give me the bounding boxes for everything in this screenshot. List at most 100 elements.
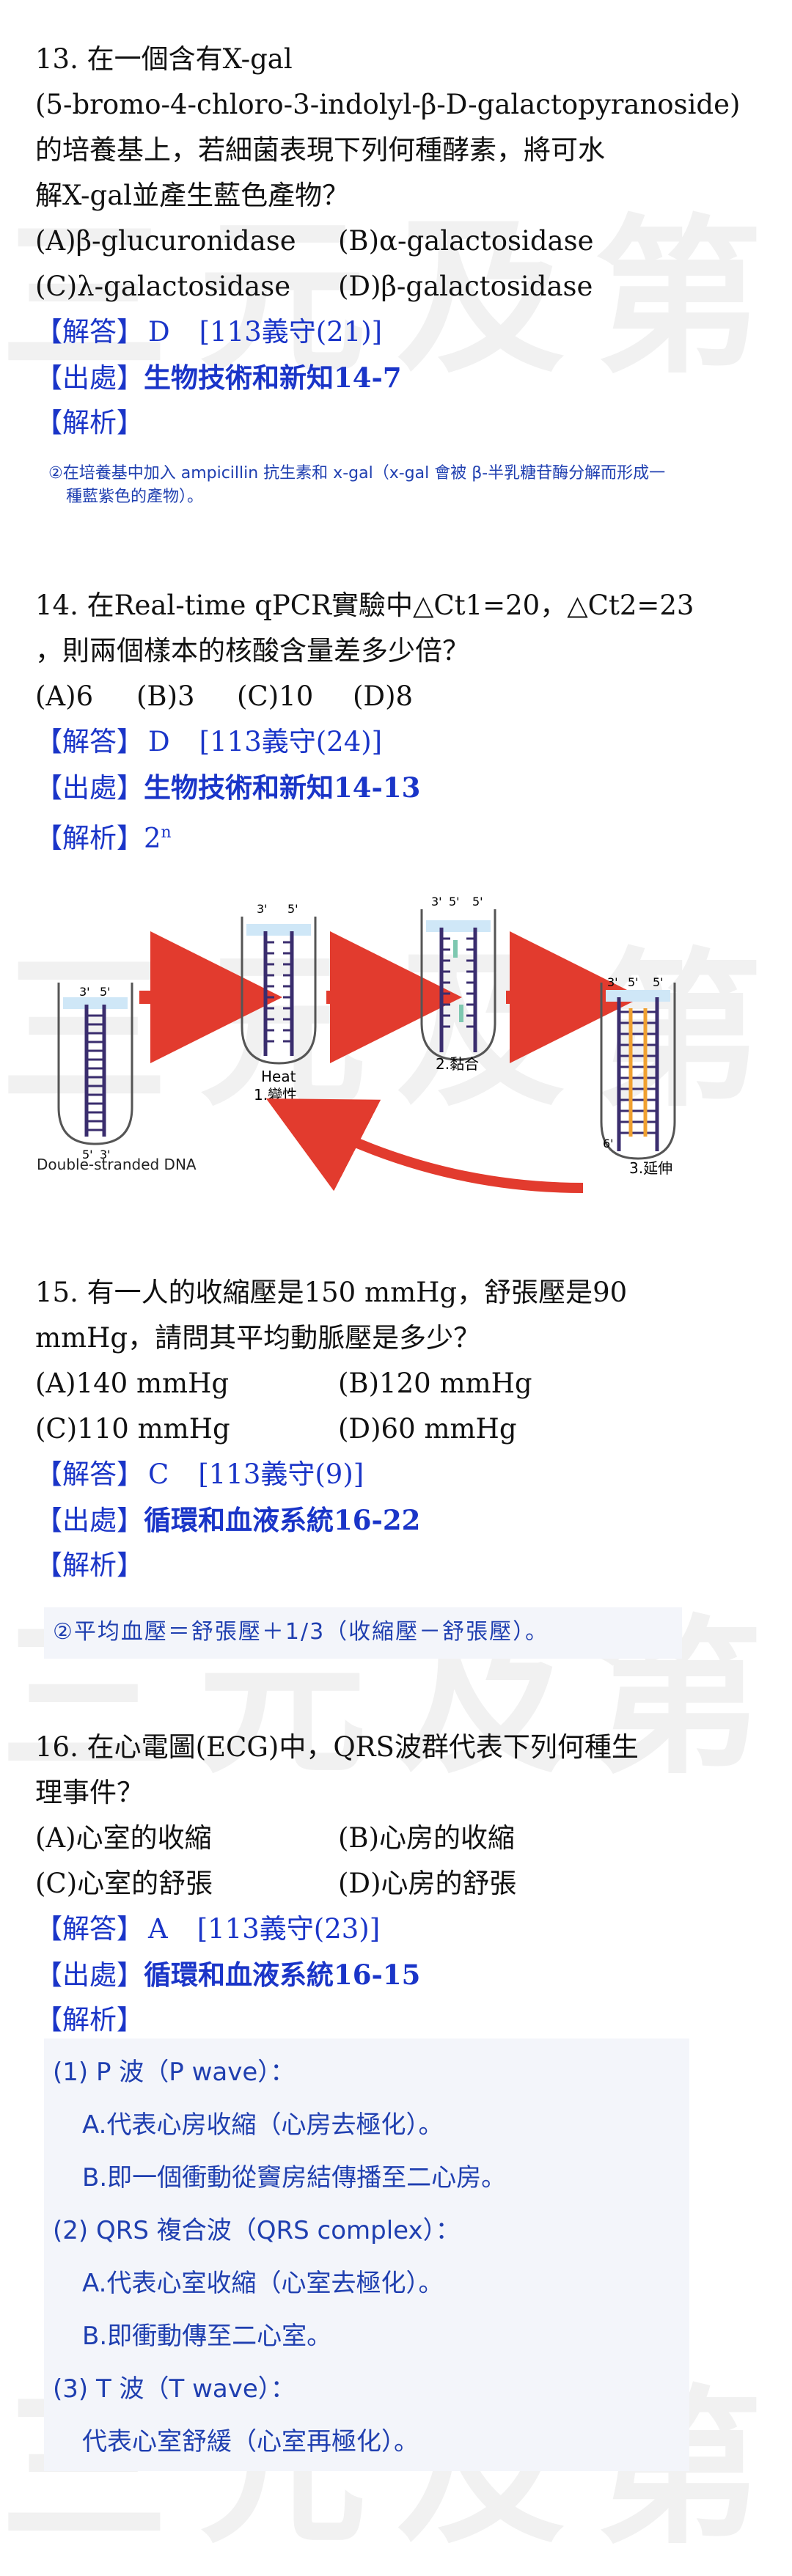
- answer-line: 【解答】D[113義守(21)]: [35, 309, 688, 355]
- answer-line: 【解答】D [113義守(24)]: [35, 719, 688, 765]
- note-line: 代表心室舒緩（心室再極化）。: [82, 2427, 419, 2456]
- label-5prime: 5': [287, 902, 298, 916]
- source-line: 【出處】生物技術和新知14-7: [35, 355, 688, 400]
- option-b: (B)3: [136, 680, 195, 712]
- note-heading: (3) T 波（T wave）：: [53, 2374, 296, 2404]
- source-line: 【出處】循環和血液系統16-22: [35, 1497, 688, 1543]
- label-5prime: 5': [653, 975, 664, 989]
- question-15: 15. 有一人的收縮壓是150 mmHg，舒張壓是90 mmHg，請問其平均動脈…: [35, 1270, 688, 1588]
- source-line: 【出處】循環和血液系統16-15: [35, 1952, 688, 1997]
- analysis-line: 【解析】: [35, 400, 688, 446]
- option-d: (D)8: [353, 680, 414, 712]
- answer-label: 【解答】: [35, 726, 144, 757]
- source-label: 【出處】: [35, 1959, 144, 1991]
- heat-label: Heat: [261, 1068, 296, 1085]
- note-line: A.代表心室收縮（心室去極化）。: [82, 2269, 444, 2298]
- analysis-value: 2: [144, 822, 161, 854]
- analysis-label: 【解析】: [35, 822, 144, 854]
- analysis-line: 【解析】: [35, 1997, 688, 2043]
- option-c: (C)10: [237, 680, 314, 712]
- label-3prime: 3': [79, 985, 90, 999]
- answer-ref: [113義守(24)]: [199, 726, 383, 757]
- question-text: 解X-gal並產生藍色產物？: [35, 180, 350, 211]
- note-line: ②在培養基中加入 ampicillin 抗生素和 x-gal（x-gal 會被 …: [48, 464, 666, 482]
- question-16: 16. 在心電圖(ECG)中，QRS波群代表下列何種生 理事件？ (A)心室的收…: [35, 1725, 688, 2043]
- answer-label: 【解答】: [35, 316, 144, 348]
- answer-ref: [113義守(21)]: [199, 316, 383, 348]
- answer-line: 【解答】C [113義守(9)]: [35, 1452, 688, 1497]
- note-line: B.即衝動傳至二心室。: [82, 2322, 332, 2351]
- option-d: (D)心房的舒張: [338, 1868, 517, 1899]
- note-heading: (1) P 波（P wave）：: [53, 2058, 296, 2087]
- option-b: (B)心房的收縮: [338, 1822, 516, 1854]
- source-label: 【出處】: [35, 1505, 144, 1536]
- answer-label: 【解答】: [35, 1458, 144, 1490]
- analysis-line: 【解析】: [35, 1543, 688, 1588]
- analysis-line: 【解析】2n: [35, 810, 688, 856]
- cycle-return-arrow: [265, 1098, 584, 1193]
- label-3prime: 3': [607, 975, 618, 989]
- step3-label: 3.延伸: [629, 1159, 672, 1177]
- label-3prime: 3': [431, 895, 442, 909]
- analysis-superscript: n: [161, 823, 172, 842]
- step2-label: 2.黏合: [436, 1055, 479, 1073]
- answer-value: D: [148, 726, 170, 757]
- option-c: (C)λ-galactosidase: [35, 271, 291, 302]
- question-text: 14. 在Real-time qPCR實驗中△Ct1=20，△Ct2=23: [35, 590, 694, 621]
- question-text: mmHg，請問其平均動脈壓是多少？: [35, 1322, 481, 1354]
- label-6prime: 6': [603, 1137, 614, 1151]
- option-b: (B)120 mmHg: [338, 1368, 532, 1399]
- options-row: (C)110 mmHg (D)60 mmHg: [35, 1406, 688, 1452]
- source-value: 生物技術和新知14-13: [144, 771, 421, 804]
- question-text: 13. 在一個含有X-gal: [35, 43, 293, 75]
- source-label: 【出處】: [35, 362, 144, 394]
- option-d: (D)60 mmHg: [338, 1413, 517, 1445]
- note-line: B.即一個衝動從竇房結傳播至二心房。: [82, 2163, 507, 2192]
- option-a: (A)140 mmHg: [35, 1368, 230, 1399]
- tube-double-stranded: 3' 5' 5' 3' Double-stranded DNA: [37, 983, 197, 1173]
- analysis-note: ②平均血壓＝舒張壓＋1/3（收縮壓－舒張壓）。: [53, 1619, 549, 1645]
- step1-label: 1.變性: [254, 1086, 297, 1104]
- question-14: 14. 在Real-time qPCR實驗中△Ct1=20，△Ct2=23 ，則…: [35, 583, 694, 856]
- question-text: 16. 在心電圖(ECG)中，QRS波群代表下列何種生: [35, 1731, 639, 1763]
- source-label: 【出處】: [35, 772, 144, 804]
- answer-value: A: [148, 1913, 168, 1945]
- note-line: 種藍紫色的產物）。: [66, 488, 204, 506]
- label-5prime: 5': [472, 895, 483, 909]
- answer-value: C: [148, 1458, 169, 1490]
- source-value: 循環和血液系統16-15: [144, 1959, 421, 1991]
- source-line: 【出處】生物技術和新知14-13: [35, 765, 688, 810]
- options-row: (A)140 mmHg (B)120 mmHg: [35, 1361, 688, 1406]
- option-d: (D)β-galactosidase: [338, 271, 593, 302]
- analysis-notes: (1) P 波（P wave）： A.代表心房收縮（心房去極化）。 B.即一個衝…: [53, 2046, 506, 2468]
- question-text: 的培養基上，若細菌表現下列何種酵素，將可水: [35, 134, 605, 166]
- tube-denature: 3' 5' Heat 1.變性: [241, 902, 317, 1104]
- answer-label: 【解答】: [35, 1913, 144, 1945]
- options-row: (C)λ-galactosidase (D)β-galactosidase: [35, 264, 688, 309]
- options-row: (A)6 (B)3 (C)10 (D)8: [35, 674, 688, 719]
- analysis-note-box: [44, 2039, 689, 2471]
- question-13: 13. 在一個含有X-gal (5-bromo-4-chloro-3-indol…: [35, 37, 741, 446]
- label-3prime: 3': [100, 1148, 111, 1162]
- tube-extend: 3' 5' 5' 6' 3.延伸: [600, 975, 676, 1177]
- answer-line: 【解答】A [113義守(23)]: [35, 1907, 688, 1952]
- option-b: (B)α-galactosidase: [338, 225, 594, 257]
- source-value: 生物技術和新知14-7: [144, 362, 402, 394]
- pcr-cycle-diagram: 3' 5' 5' 3' Double-stranded DNA 3' 5' He…: [37, 895, 676, 1193]
- option-c: (C)110 mmHg: [35, 1413, 230, 1445]
- analysis-note-box: [44, 1607, 682, 1659]
- question-text: (5-bromo-4-chloro-3-indolyl-β-D-galactop…: [35, 89, 741, 120]
- source-value: 循環和血液系統16-22: [144, 1504, 421, 1536]
- option-c: (C)心室的舒張: [35, 1868, 213, 1899]
- tube-anneal: 3' 5' 5' 2.黏合: [420, 895, 496, 1073]
- note-heading: (2) QRS 複合波（QRS complex）：: [53, 2216, 461, 2245]
- options-row: (A)β-glucuronidase (B)α-galactosidase: [35, 219, 688, 264]
- label-3prime: 3': [257, 902, 268, 916]
- answer-ref: [113義守(9)]: [198, 1458, 364, 1490]
- double-stranded-dna-label: Double-stranded DNA: [37, 1156, 197, 1173]
- option-a: (A)6: [35, 680, 94, 712]
- answer-ref: [113義守(23)]: [197, 1913, 381, 1945]
- note-line: A.代表心房收縮（心房去極化）。: [82, 2110, 444, 2140]
- analysis-note: ②在培養基中加入 ampicillin 抗生素和 x-gal（x-gal 會被 …: [48, 462, 708, 509]
- analysis-label: 【解析】: [35, 407, 144, 438]
